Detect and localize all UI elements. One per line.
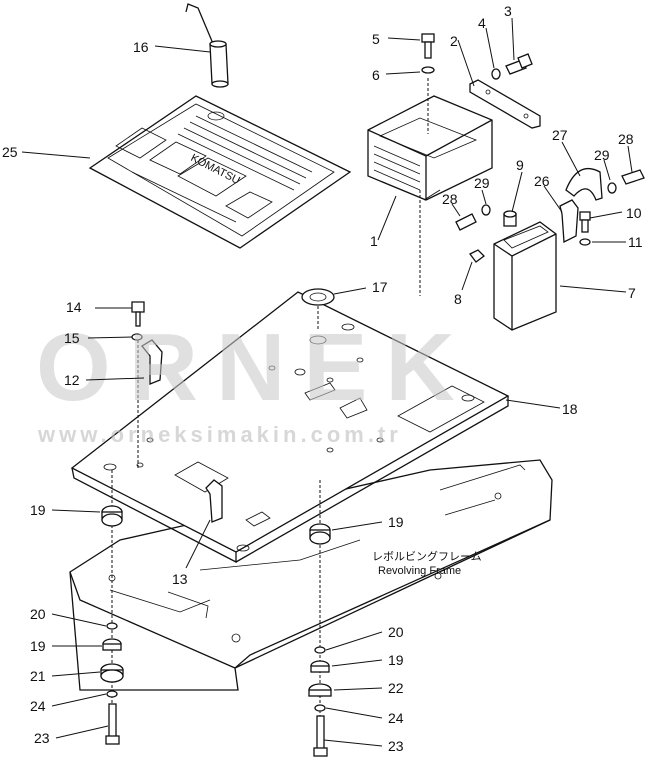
callout-6: 6 [372,67,380,83]
callout-5: 5 [372,31,380,47]
mount-stack-left [100,470,124,745]
bolt-28-right [621,169,645,185]
watermark-brand: ORNEK [36,314,473,421]
frame-label-en: Revolving Frame [378,565,461,577]
callout-19-left-top: 19 [30,502,46,518]
washer-4 [491,68,501,80]
callout-24-right: 24 [388,710,404,726]
cap-9 [503,210,517,227]
battery-7 [493,221,557,331]
callout-22: 22 [388,680,404,696]
callout-27: 27 [552,127,568,143]
callout-1: 1 [370,233,378,249]
bolt-3 [505,53,533,75]
callout-19-left-bottom: 19 [30,638,46,654]
bolt-14 [131,301,145,327]
bar-2 [469,79,541,129]
grommet-17 [301,288,335,330]
callout-8: 8 [454,291,462,307]
callout-21: 21 [30,668,46,684]
callout-28-left: 28 [442,191,458,207]
callout-15: 15 [64,330,80,346]
callout-11: 11 [628,234,643,250]
callout-13: 13 [172,571,188,587]
watermark: ORNEK www.orneksimakin.com.tr [36,314,473,447]
nut-8 [469,249,485,263]
callout-29-left: 29 [474,175,490,191]
callout-18: 18 [562,401,578,417]
callout-9: 9 [516,157,524,173]
washer-6 [421,66,435,74]
callout-24-left: 24 [30,698,46,714]
floor-mat-25: KOMATSU [88,95,352,249]
clamp-26 [559,199,579,244]
callout-19-right-top: 19 [388,514,404,530]
washer-29-left [481,204,491,216]
callout-29-right: 29 [594,147,610,163]
bolt-5 [421,33,435,59]
washer-11 [579,238,591,246]
leader-lines [21,17,633,747]
callout-20-left: 20 [30,606,46,622]
callout-25: 25 [2,144,18,160]
bracket-12 [137,335,163,470]
callout-4: 4 [478,15,486,31]
callout-7: 7 [628,285,636,301]
callout-14: 14 [66,299,82,315]
bolt-28-left [455,213,477,231]
battery-box-1 [367,78,493,296]
floor-plate [70,291,510,564]
callout-10: 10 [626,205,642,221]
callout-17: 17 [372,279,388,295]
callout-26: 26 [534,173,550,189]
callout-19-right-bottom: 19 [388,652,404,668]
callout-28-right: 28 [618,131,634,147]
callout-23-left: 23 [34,730,50,746]
mount-stack-right [308,480,332,757]
callout-23-right: 23 [388,738,404,754]
bolt-10 [579,211,591,233]
watermark-url: www.orneksimakin.com.tr [37,422,402,447]
frame-label: レボルビングフレーム Revolving Frame [372,549,482,577]
frame-label-jp: レボルビングフレーム [372,549,482,563]
bracket-13 [205,479,223,523]
handle-16 [185,3,229,88]
callouts: 16 25 5 6 2 4 3 1 9 26 27 29 28 29 28 10… [2,3,643,754]
callout-3: 3 [504,3,512,19]
clamp-27 [565,167,603,201]
callout-16: 16 [133,39,149,55]
callout-12: 12 [64,372,80,388]
callout-2: 2 [450,33,458,49]
callout-20-right: 20 [388,624,404,640]
washer-29-right [607,182,617,194]
